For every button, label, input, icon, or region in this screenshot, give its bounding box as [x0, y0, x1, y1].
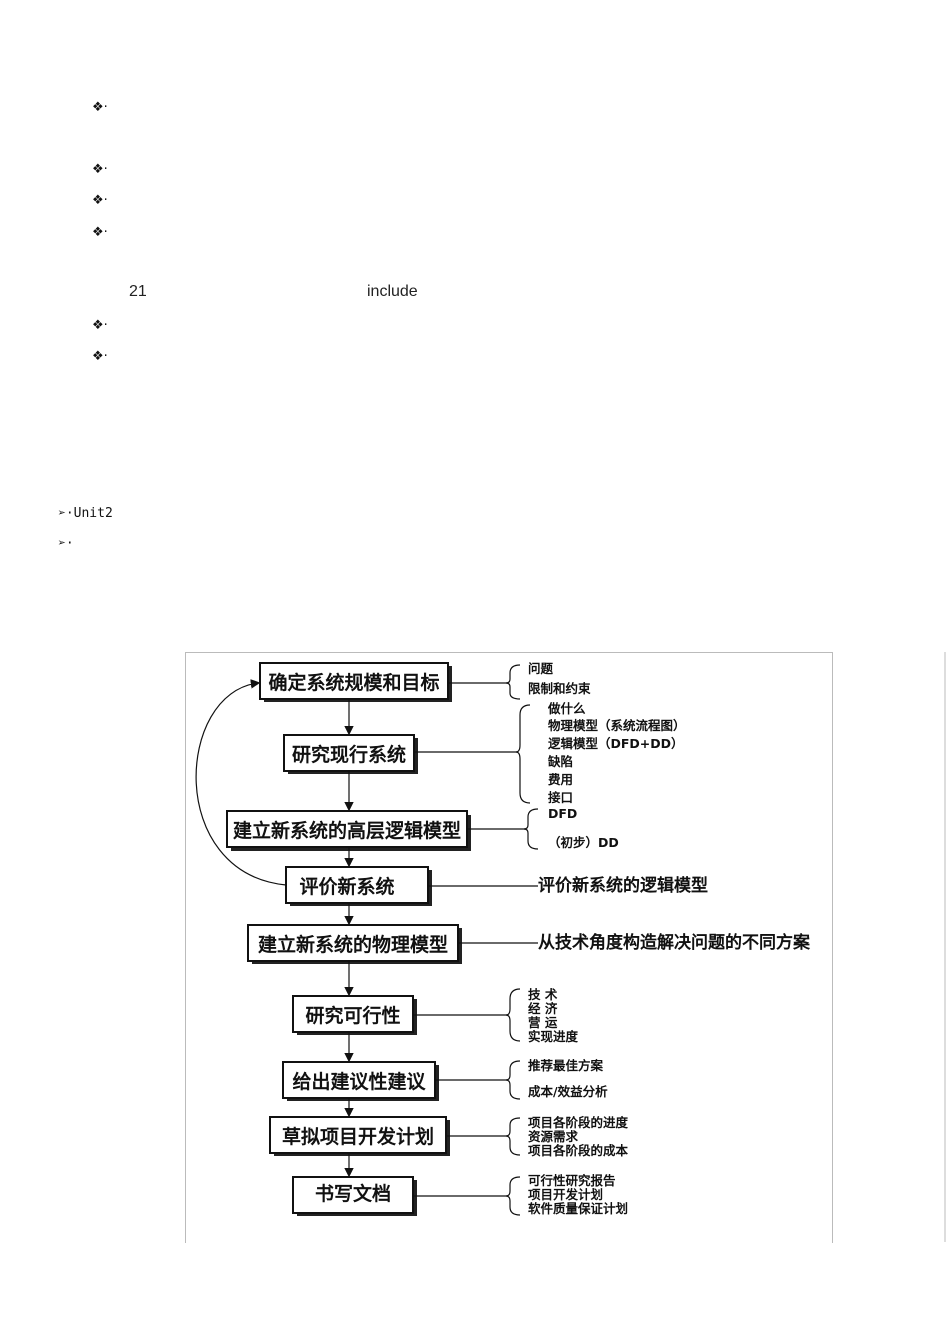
note-8-line-2: 资源需求: [528, 1129, 579, 1144]
note-1-line-1: 问题: [528, 661, 554, 676]
note-1-line-2: 限制和约束: [528, 681, 591, 696]
line-number-21: 21: [129, 283, 147, 300]
note-6-line-3: 营 运: [528, 1015, 558, 1030]
step-box-7: 给出建议性建议: [282, 1061, 439, 1101]
note-6-line-2: 经 济: [528, 1001, 558, 1016]
step-box-5: 建立新系统的物理模型: [247, 924, 462, 964]
note-7-line-1: 推荐最佳方案: [528, 1058, 604, 1073]
bullet-5: ❖·: [92, 318, 108, 333]
note-2-line-6: 接口: [548, 790, 573, 805]
page-edge-line: [944, 652, 946, 1242]
brace-3: [523, 808, 539, 850]
note-5: 从技术角度构造解决问题的不同方案: [538, 932, 811, 953]
feedback-loop-arrow: [195, 679, 287, 886]
note-2-line-5: 费用: [548, 772, 573, 787]
bullet-1: ❖·: [92, 100, 108, 115]
note-2-line-4: 缺陷: [548, 754, 573, 769]
step-box-4: 评价新系统: [285, 866, 432, 906]
step-label-7: 给出建议性建议: [292, 1070, 426, 1093]
arrow-bullet: ➢·: [58, 536, 74, 551]
note-6-line-1: 技 术: [528, 987, 558, 1002]
bullet-2: ❖·: [92, 162, 108, 177]
brace-2: [515, 704, 531, 804]
note-9-line-3: 软件质量保证计划: [528, 1201, 628, 1216]
note-9-line-1: 可行性研究报告: [528, 1173, 616, 1188]
step-box-3: 建立新系统的高层逻辑模型: [226, 810, 471, 851]
step-label-9: 书写文档: [315, 1182, 391, 1205]
note-3-line-2: （初步）DD: [548, 835, 619, 850]
step-label-1: 确定系统规模和目标: [268, 671, 439, 694]
note-6-line-4: 实现进度: [528, 1029, 579, 1044]
bullet-6: ❖·: [92, 349, 108, 364]
brace-7: [505, 1060, 521, 1100]
step-box-9: 书写文档: [292, 1176, 417, 1216]
note-8-line-1: 项目各阶段的进度: [528, 1115, 629, 1130]
step-box-6: 研究可行性: [292, 995, 417, 1035]
unit2-heading: ➢·Unit2: [58, 506, 113, 521]
note-2-line-3: 逻辑模型（DFD+DD）: [548, 736, 684, 751]
step-box-1: 确定系统规模和目标: [259, 662, 452, 702]
step-label-6: 研究可行性: [305, 1004, 400, 1027]
brace-1: [505, 664, 521, 700]
step-label-3: 建立新系统的高层逻辑模型: [233, 819, 461, 842]
note-3-line-1: DFD: [548, 806, 577, 821]
step-box-2: 研究现行系统: [283, 734, 418, 774]
note-2-line-2: 物理模型（系统流程图）: [548, 718, 686, 733]
brace-9: [505, 1176, 521, 1216]
note-8-line-3: 项目各阶段的成本: [528, 1143, 629, 1158]
note-2-line-1: 做什么: [547, 701, 586, 716]
brace-6: [505, 988, 521, 1042]
feasibility-flowchart: 确定系统规模和目标 研究现行系统 建立新系统的高层逻辑模型 评价新系统 建立新系…: [185, 652, 833, 1243]
include-word: include: [367, 283, 418, 300]
note-4: 评价新系统的逻辑模型: [538, 875, 708, 896]
step-box-8: 草拟项目开发计划: [269, 1116, 450, 1156]
bullet-4: ❖·: [92, 225, 108, 240]
note-9-line-2: 项目开发计划: [528, 1187, 603, 1202]
bullet-3: ❖·: [92, 193, 108, 208]
note-7-line-2: 成本/效益分析: [528, 1084, 608, 1099]
brace-8: [505, 1117, 521, 1156]
step-label-5: 建立新系统的物理模型: [258, 933, 448, 956]
step-label-2: 研究现行系统: [292, 743, 406, 766]
step-label-8: 草拟项目开发计划: [282, 1125, 434, 1148]
step-label-4: 评价新系统: [299, 875, 394, 898]
